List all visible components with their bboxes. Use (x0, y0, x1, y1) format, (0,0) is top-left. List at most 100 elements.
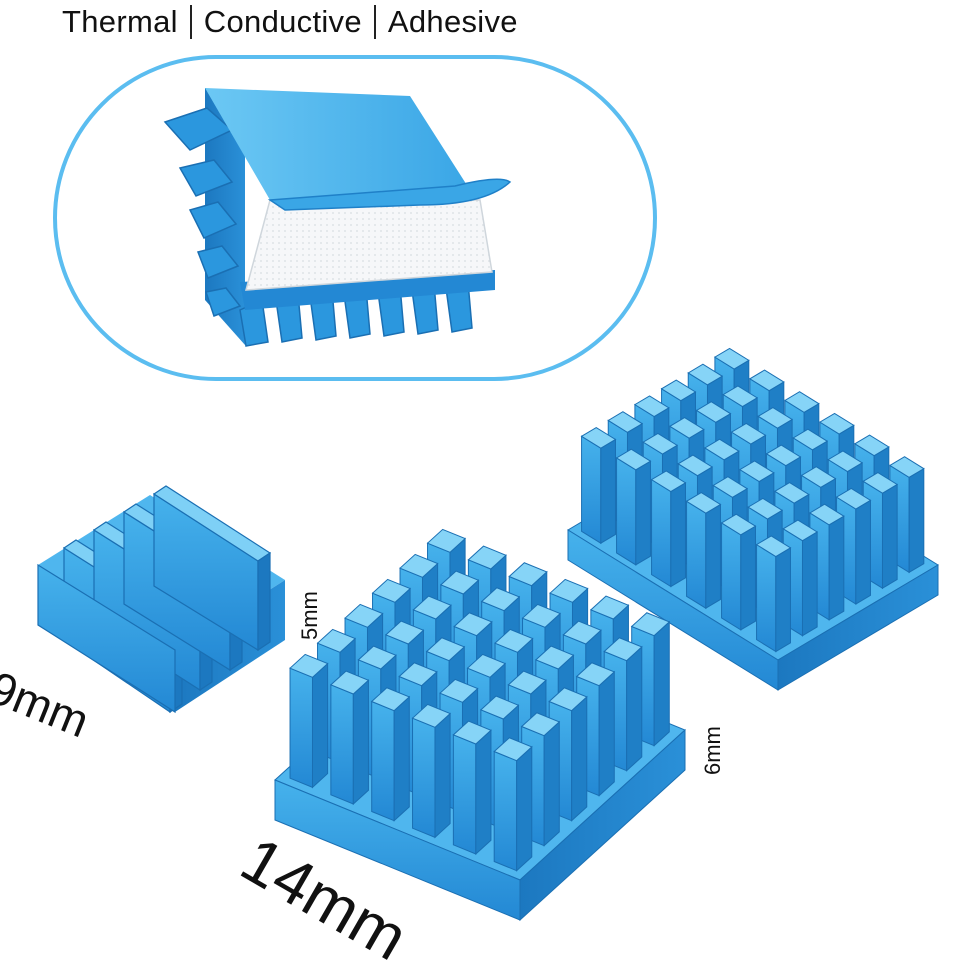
heatsink-pin-top (818, 412, 855, 435)
thermal-pad-callout (53, 55, 657, 381)
heatsink-pin-top (411, 703, 452, 728)
peeling-film (267, 178, 512, 211)
heatsink-pin-top (687, 363, 724, 386)
heatsink-pin-top (685, 491, 722, 514)
heatsink-pin-top (371, 578, 412, 603)
heatsink-pin-top (853, 434, 890, 457)
heatsink-pin-top (384, 620, 425, 645)
heatsink-pin-top (370, 687, 411, 712)
heatsink-pin-top (720, 513, 757, 536)
heatsink-pin-top (783, 391, 820, 413)
heatsink-pin-top (888, 456, 925, 478)
heatsink-pin-top (412, 595, 452, 620)
heatsink-pin-top (316, 628, 357, 653)
heatsink-pin (686, 500, 707, 610)
heatsink-pin-side (775, 546, 791, 653)
heatsink-pin-side (311, 662, 329, 789)
heatsink-pin-top (660, 379, 697, 402)
heatsink-pin-side (571, 695, 588, 822)
heatsink-pin (330, 684, 354, 805)
heatsink-pin-top (703, 438, 740, 461)
heatsink-pin (371, 700, 395, 822)
header-word-conductive: Conductive (203, 4, 362, 39)
heatsink-pin-top (757, 406, 794, 429)
heatsink-pin-top (747, 497, 784, 520)
header-separator (189, 5, 192, 39)
heatsink-pin (581, 435, 602, 545)
heatsink-pin-side (475, 729, 492, 856)
heatsink-pin-top (765, 444, 802, 467)
heatsink-pin-top (329, 670, 370, 695)
heatsink-pin-top (827, 450, 864, 473)
heatsink-pin-top (677, 454, 714, 477)
heatsink-pin-top (344, 603, 384, 628)
heatsink-pin (412, 717, 436, 839)
product-feature-header: Thermal Conductive Adhesive (62, 4, 518, 40)
heatsink-pin-top (357, 645, 397, 670)
heatsink-pin-top (630, 612, 671, 637)
heatsink-pin-top (800, 466, 837, 488)
heatsink-pin-top (792, 428, 829, 451)
heatsink-pin-top (494, 628, 534, 653)
heatsink-pin-top (520, 712, 561, 737)
heatsink-pin-top (580, 426, 617, 449)
heatsink-pin-top (548, 687, 588, 712)
heatsink-pin-side (740, 525, 756, 631)
heatsink-pin-side (801, 531, 818, 637)
heatsink-pin-top (835, 487, 872, 510)
heatsink-pin-side (635, 460, 651, 566)
heatsink-pin-side (626, 645, 643, 772)
heatsink-pin-side (600, 438, 616, 545)
heatsink-pin-top (439, 678, 479, 703)
heatsink-pin-top (575, 662, 616, 687)
heatsink-pin-top (782, 519, 819, 542)
heatsink-pin-top (668, 416, 705, 439)
heatsink-pin-top (479, 695, 520, 720)
heatsink-pin-side (516, 745, 533, 872)
heatsink-base-side (777, 564, 939, 691)
heatsink-pin-top (615, 448, 652, 471)
heatsink-pin-top (289, 653, 329, 678)
heatsink-pin-side (908, 467, 925, 574)
heatsink-pin-side (598, 670, 615, 797)
heatsink-pin-top (439, 570, 480, 595)
heatsink-pin-top (712, 476, 749, 498)
large-heatsink-back (567, 347, 939, 691)
header-word-thermal: Thermal (62, 4, 178, 39)
heatsink-pin-side (705, 503, 721, 610)
callout-heatsink-icon (163, 88, 512, 347)
heatsink-pin-top (521, 603, 562, 628)
heatsink-pin-top (426, 528, 467, 553)
heatsink-pin-top (862, 471, 899, 494)
heatsink-pin-side (352, 679, 369, 806)
heatsink-pin-top (399, 553, 439, 578)
heatsink-pin-top (453, 612, 493, 637)
header-separator (373, 5, 376, 39)
heatsink-pin-top (549, 578, 589, 603)
heatsink-pin-top (603, 637, 643, 662)
heatsink-pin-side (543, 720, 560, 847)
heatsink-pin-side (653, 620, 670, 747)
header-word-adhesive: Adhesive (387, 4, 518, 39)
heatsink-pin-top (480, 587, 521, 612)
heatsink-pin-top (607, 411, 644, 433)
heatsink-pin-top (398, 662, 438, 687)
heatsink-pin-top (713, 347, 750, 370)
heatsink-pin-top (730, 422, 767, 445)
heatsink-pin-top (808, 503, 845, 526)
heatsink-pin-top (562, 620, 602, 645)
heatsink-pin-side (670, 481, 686, 588)
product-illustration (37, 55, 939, 922)
dimension-label-6mm: 6mm (700, 726, 725, 775)
heatsink-pin-top (466, 653, 507, 678)
heatsink-pin-side (828, 515, 845, 621)
heatsink-pin-side (881, 483, 898, 590)
heatsink-pin (721, 522, 742, 631)
heatsink-pin-top (452, 720, 492, 745)
heatsink-pin (651, 478, 672, 588)
small-heatsink (37, 485, 285, 714)
heatsink-pin-top (642, 432, 679, 455)
heatsink-pin-top (773, 481, 810, 504)
heatsink-pin-top (508, 562, 548, 587)
heatsink-pin (289, 667, 313, 789)
